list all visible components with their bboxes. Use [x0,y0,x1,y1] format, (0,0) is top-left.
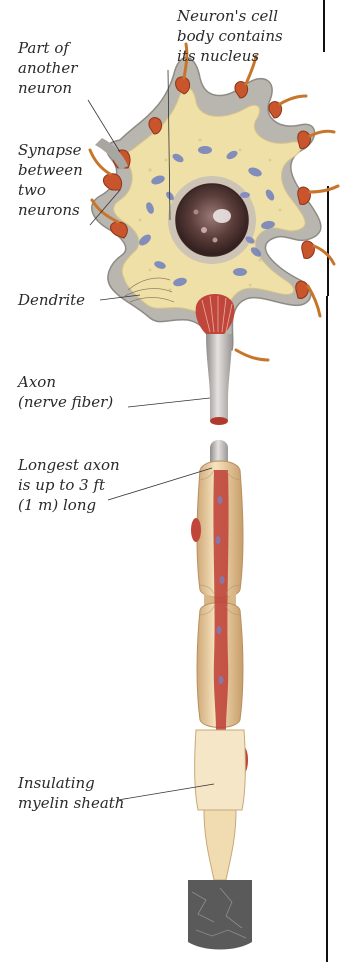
outer-sheath [195,730,246,810]
nucleus [176,184,248,256]
label-axon-line-1: Axon [18,372,113,392]
label-myelin-line-1: Insulating [18,773,124,793]
label-longest-axon: Longest axon is up to 3 ft (1 m) long [18,455,120,515]
label-synapse-line-2: between [18,160,83,180]
label-myelin-line-2: myelin sheath [18,793,124,813]
schwann-nucleus-1 [191,518,201,542]
page-rule-mid [327,186,329,296]
label-synapse-line-1: Synapse [18,140,83,160]
label-synapse-line-4: neurons [18,200,83,220]
label-cell-body: Neuron's cell body contains its nucleus [177,6,283,66]
label-axon: Axon (nerve fiber) [18,372,113,412]
nucleolus [213,209,231,223]
label-cell-body-line-1: Neuron's cell [177,6,283,26]
label-longest-axon-line-1: Longest axon [18,455,120,475]
label-dendrite-line-1: Dendrite [18,290,85,310]
label-axon-line-2: (nerve fiber) [18,392,113,412]
label-dendrite: Dendrite [18,290,85,310]
axon-hillock [196,294,235,334]
label-another-neuron: Part of another neuron [18,38,77,98]
page-rule-top [323,0,325,52]
axon-stub [206,334,232,423]
label-cell-body-line-3: its nucleus [177,46,283,66]
label-longest-axon-line-3: (1 m) long [18,495,120,515]
page-rule-bottom [326,296,328,962]
label-another-neuron-line-1: Part of [18,38,77,58]
label-synapse-line-3: two [18,180,83,200]
display-base [188,880,252,950]
myelinated-axon [188,440,252,950]
axon-cut-end [210,417,228,425]
label-another-neuron-line-3: neuron [18,78,77,98]
label-cell-body-line-2: body contains [177,26,283,46]
label-another-neuron-line-2: another [18,58,77,78]
label-longest-axon-line-2: is up to 3 ft [18,475,120,495]
blood-vessel [213,470,228,730]
label-myelin: Insulating myelin sheath [18,773,124,813]
label-synapse: Synapse between two neurons [18,140,83,220]
